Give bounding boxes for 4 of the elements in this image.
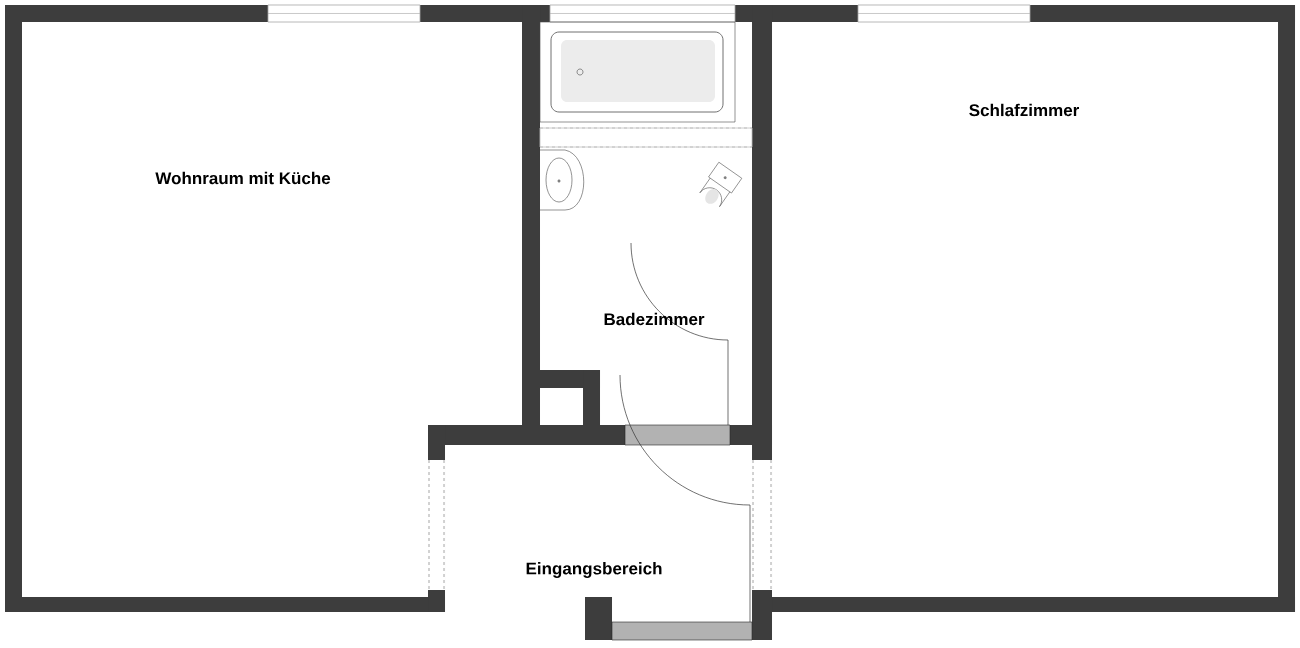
room-label: Wohnraum mit Küche xyxy=(155,171,331,185)
room-label: Badezimmer xyxy=(604,312,705,326)
room-label: Schlafzimmer xyxy=(969,103,1079,117)
room-label: Eingangsbereich xyxy=(526,562,662,578)
